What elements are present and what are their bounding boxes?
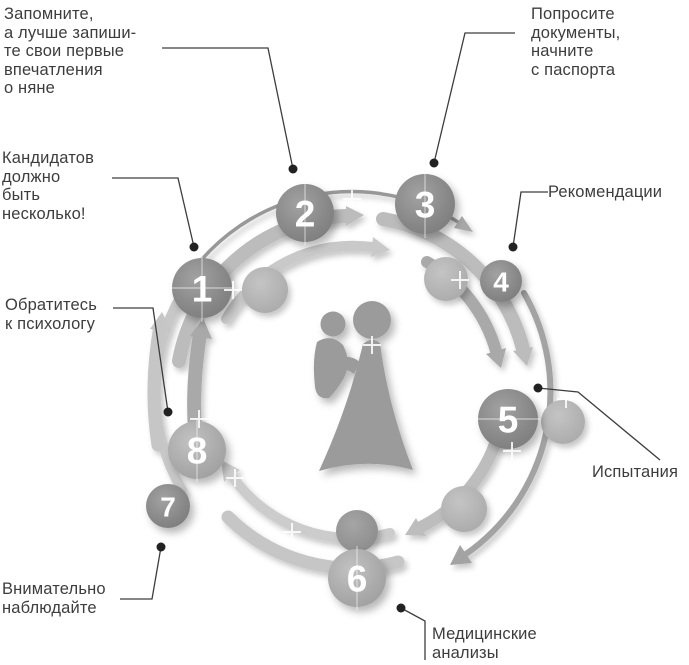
node-8-number: 8 (187, 431, 208, 472)
node-2-number: 2 (295, 194, 316, 235)
sparkle-icons (190, 190, 575, 569)
inner-node-circle (242, 267, 288, 313)
arrow-head-icon (454, 216, 473, 232)
inner-node-circle (336, 510, 378, 552)
nanny-dress (319, 339, 413, 471)
arrow-head-icon (405, 518, 426, 536)
numbered-nodes (146, 174, 538, 607)
leader-dot (533, 383, 543, 393)
child-head (320, 311, 346, 337)
inner-ring-circles (242, 257, 585, 552)
node-4-number: 4 (493, 267, 509, 298)
child-arm (335, 356, 360, 374)
inner-node-circle (424, 257, 468, 301)
node-7-number: 7 (160, 492, 176, 523)
node-5-circle (478, 389, 538, 449)
leader-dot (156, 542, 166, 552)
node-6-circle (328, 549, 386, 607)
leader-line-candidates (112, 177, 199, 252)
nanny-with-child-icon (313, 301, 413, 471)
sparkle-icon (557, 390, 575, 408)
leader-lines (112, 32, 661, 660)
arrow-head-icon (450, 545, 472, 565)
leader-line-recommendations (508, 191, 548, 252)
leader-line-observe (120, 542, 166, 600)
label-candidates: Кандидатов должно быть несколько! (2, 149, 95, 223)
node-numbers: 1 2 3 4 5 6 7 8 (160, 185, 518, 600)
sparkle-icon (190, 410, 208, 428)
leader-dot (288, 164, 298, 174)
node-3-number: 3 (415, 185, 436, 226)
sparkle-icon (415, 551, 433, 569)
sparkle-icon (224, 281, 242, 299)
label-observe: Внимательно наблюдайте (2, 580, 106, 617)
arrow-head-icon (221, 460, 240, 482)
leader-line-documents (429, 32, 515, 168)
inner-node-circle (541, 400, 585, 444)
label-recommendations: Рекомендации (548, 183, 663, 201)
up-arrow (147, 319, 167, 452)
arrow-head-icon (346, 206, 364, 226)
child-body (313, 338, 348, 399)
node-1-circle (172, 258, 232, 318)
leader-line-medical (396, 603, 426, 660)
arrow-head-icon (371, 237, 390, 257)
node-1-number: 1 (192, 269, 213, 310)
sparkle-icon (226, 469, 244, 487)
sparkle-icon (451, 271, 469, 289)
sparkle-icon (503, 442, 521, 460)
inner-node-circle (441, 486, 487, 532)
node-7-circle (146, 484, 190, 528)
arrow-head-icon (190, 318, 212, 339)
sparkle-icon (283, 523, 301, 541)
shine-streaks (170, 172, 540, 610)
node-2-circle (276, 184, 334, 242)
node-8-circle (168, 421, 226, 479)
label-medical: Медицинские анализы (432, 625, 537, 662)
arrow-head-icon (513, 347, 533, 366)
sparkle-icon (363, 336, 381, 354)
cycle-arc (221, 240, 377, 324)
node-4-circle (480, 260, 522, 302)
leader-line-remember (162, 47, 298, 174)
leader-dot (429, 158, 439, 168)
node-6-number: 6 (347, 559, 368, 600)
leader-dot (163, 407, 173, 417)
arrow-head-icon (486, 348, 506, 368)
leader-line-tests (533, 383, 661, 461)
label-tests: Испытания (592, 463, 679, 481)
leader-dot (508, 242, 518, 252)
nanny-head (353, 301, 391, 339)
node-3-circle (395, 174, 455, 234)
label-psychologist: Обратитесь к психологу (5, 296, 97, 333)
sparkle-icon (343, 190, 361, 208)
label-remember: Запомните, а лучше запиши- те свои первы… (4, 5, 137, 97)
leader-line-psychologist (113, 307, 173, 417)
leader-dot (396, 603, 406, 613)
label-documents: Попросите документы, начните с паспорта (531, 5, 621, 79)
leader-dot (189, 242, 199, 252)
node-5-number: 5 (498, 400, 519, 441)
